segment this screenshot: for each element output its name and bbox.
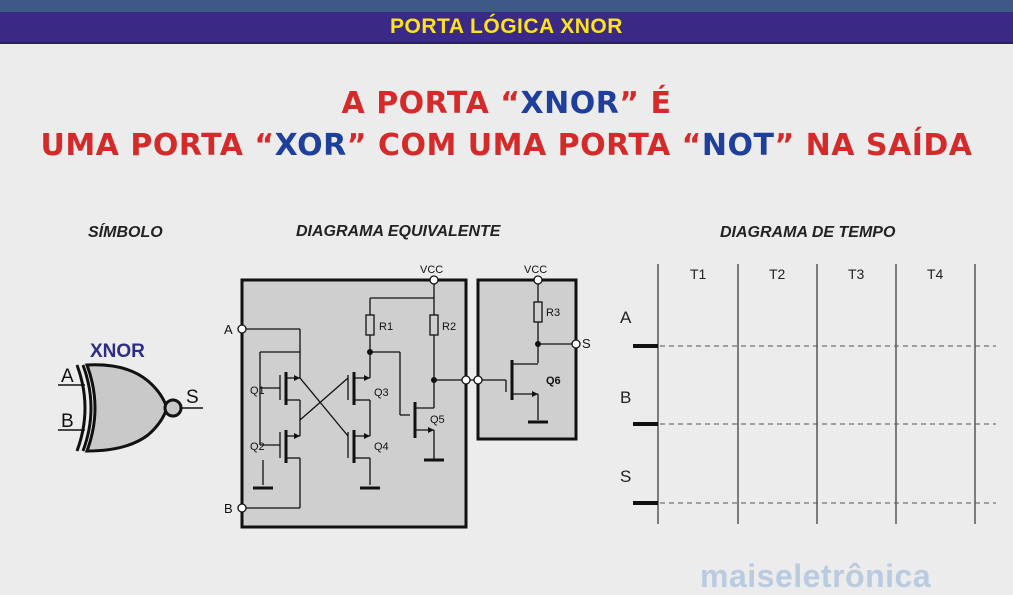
- output-label: S: [186, 387, 199, 408]
- section-label-equivalent: DIAGRAMA EQUIVALENTE: [296, 223, 501, 240]
- input-label-b: B: [61, 411, 74, 432]
- headline-xor: XOR: [274, 128, 347, 163]
- headline-text: UMA PORTA “: [40, 128, 275, 163]
- timing-column-t1: T1: [690, 266, 707, 282]
- headline-not: NOT: [701, 128, 775, 163]
- q6-label: Q6: [546, 375, 561, 387]
- terminal-vcc-1: [429, 275, 439, 285]
- headline-line-2: UMA PORTA “XOR” COM UMA PORTA “NOT” NA S…: [0, 128, 1013, 163]
- q1-label: Q1: [250, 385, 265, 397]
- timing-column-t4: T4: [927, 266, 944, 282]
- timing-column-t2: T2: [769, 266, 786, 282]
- section-label-timing: DIAGRAMA DE TEMPO: [720, 224, 896, 241]
- headline-text: ” COM UMA PORTA “: [346, 128, 702, 163]
- circuit-input-b: B: [224, 501, 233, 516]
- terminal-a: [237, 324, 247, 334]
- terminal-vcc-2: [533, 275, 543, 285]
- headline-text: ” É: [619, 86, 672, 121]
- vcc-label-2: VCC: [524, 264, 547, 276]
- equivalent-circuit: VCC VCC A B S R1 R2 R3 Q1 Q2 Q3 Q4 Q5 Q6: [224, 264, 591, 529]
- timing-signal-s: S: [620, 467, 631, 486]
- headline-text: A PORTA “: [341, 86, 521, 121]
- circuit-input-a: A: [224, 322, 233, 337]
- vcc-label-1: VCC: [420, 264, 443, 276]
- gate-xor-arc: [81, 364, 93, 452]
- timing-signal-a: A: [620, 308, 632, 327]
- title-bar: PORTA LÓGICA XNOR: [0, 12, 1013, 44]
- r1-label: R1: [379, 321, 393, 333]
- headline-text: ” NA SAÍDA: [774, 128, 973, 163]
- watermark-logo: maiseletrônica: [700, 558, 932, 594]
- q2-label: Q2: [250, 441, 265, 453]
- terminal-xor-out: [461, 375, 471, 385]
- q5-label: Q5: [430, 414, 445, 426]
- headline-xnor: XNOR: [520, 86, 620, 121]
- section-label-symbol: SÍMBOLO: [88, 224, 163, 241]
- r3-label: R3: [546, 307, 560, 319]
- terminal-b: [237, 503, 247, 513]
- gate-inversion-bubble: [163, 398, 183, 418]
- timing-column-t3: T3: [848, 266, 865, 282]
- gate-name-label: XNOR: [90, 341, 145, 362]
- q3-label: Q3: [374, 387, 389, 399]
- input-label-a: A: [61, 366, 74, 387]
- q4-label: Q4: [374, 441, 389, 453]
- timing-diagram: T1 T2 T3 T4 A B S: [620, 264, 996, 524]
- gate-body: [84, 363, 169, 453]
- not-section-box: [476, 278, 578, 441]
- gate-xor-arc: [75, 364, 87, 452]
- terminal-not-in: [473, 375, 483, 385]
- terminal-s: [571, 339, 581, 349]
- top-accent-bar: [0, 0, 1013, 12]
- headline-line-1: A PORTA “XNOR” É: [0, 86, 1013, 121]
- circuit-output-s: S: [582, 336, 591, 351]
- timing-signal-b: B: [620, 388, 631, 407]
- page-title: PORTA LÓGICA XNOR: [390, 15, 623, 38]
- r2-label: R2: [442, 321, 456, 333]
- xnor-gate-symbol: XNOR A B S: [58, 341, 203, 453]
